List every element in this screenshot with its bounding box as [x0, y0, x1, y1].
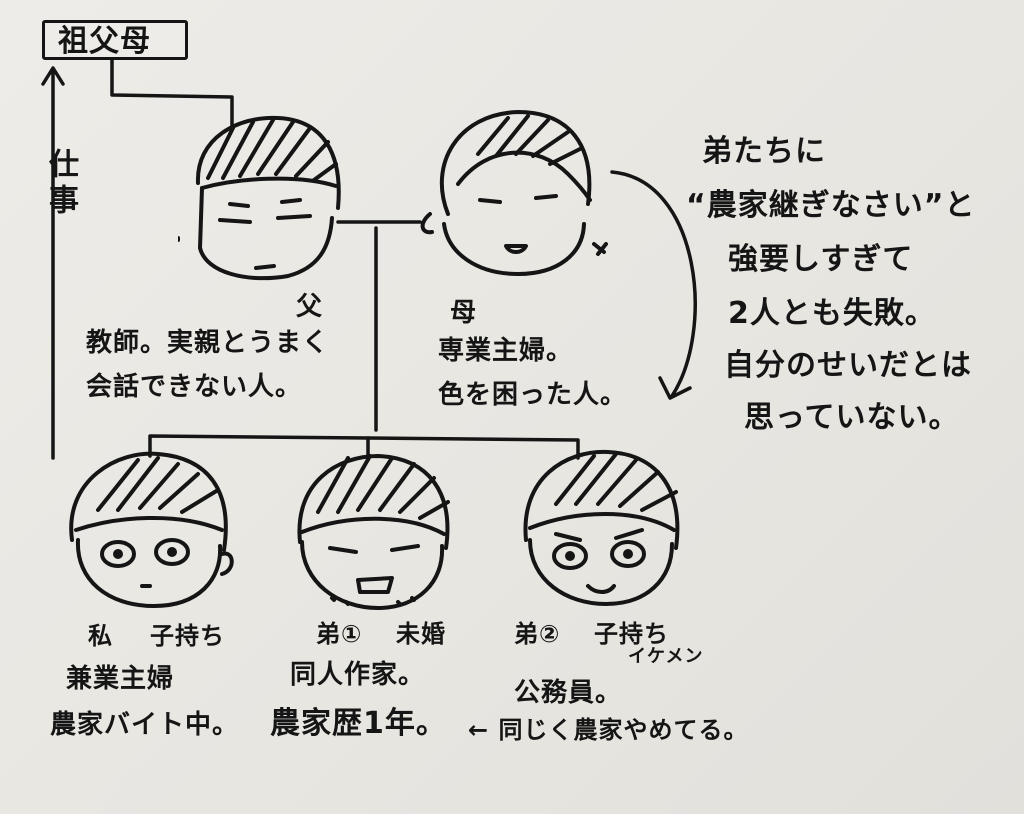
grandparents-box [42, 20, 188, 60]
work-arrow [41, 66, 65, 460]
curved-arrow [610, 170, 697, 400]
children-line [148, 434, 580, 460]
father-desc-line1: 教師。実親とうまく [86, 328, 330, 358]
grandparents-label: 祖父母 [58, 24, 151, 59]
mother-desc-line2: 色を困った人。 [438, 380, 628, 410]
brother2-face [523, 449, 680, 606]
me-desc-line2: 農家バイト中。 [50, 710, 240, 740]
note-line1: 弟たちに [702, 134, 826, 169]
me-desc-line1: 兼業主婦 [66, 664, 175, 694]
brother1-desc-line2: 農家歴1年。 [270, 706, 447, 741]
brother1-desc-line1: 同人作家。 [290, 660, 426, 690]
father-name: 父 [296, 292, 324, 322]
note-line6: 思っていない。 [744, 400, 960, 435]
me-tag: 子持ち [150, 622, 225, 650]
grandparents-to-father-line [110, 54, 234, 132]
brother2-tag2: イケメン [628, 646, 704, 667]
brother2-tag: 子持ち [594, 620, 669, 648]
note-line2: “農家継ぎなさい”と [686, 188, 976, 223]
mother-face [420, 110, 608, 276]
mother-desc-line1: 専業主婦。 [438, 336, 574, 366]
brother2-title: 弟② [514, 620, 561, 648]
note-line5: 自分のせいだとは [724, 348, 972, 383]
brother1-tag: 未婚 [396, 620, 446, 648]
mother-name: 母 [450, 298, 478, 328]
father-desc-line2: 会話できない人。 [86, 372, 303, 402]
note-line4: 2人とも失敗。 [728, 296, 936, 331]
brother2-desc-line1: 公務員。 [514, 678, 623, 708]
father-face [178, 115, 341, 281]
brother1-face [297, 454, 450, 610]
me-face [69, 451, 234, 608]
work-label: 仕事 [43, 148, 78, 220]
brother1-title: 弟① [316, 620, 363, 648]
note-line3: 強要しすぎて [728, 242, 914, 277]
me-title: 私 [88, 622, 113, 650]
brother2-desc-line2: ← 同じく農家やめてる。 [468, 716, 749, 744]
